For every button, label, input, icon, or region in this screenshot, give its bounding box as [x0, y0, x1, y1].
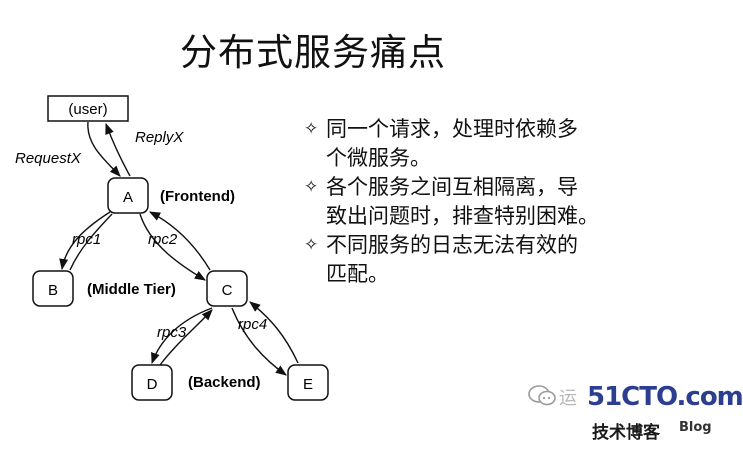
edge-rpc2-return: [149, 211, 211, 271]
bullet-line: 同一个请求，处理时依赖多: [326, 117, 578, 141]
service-call-diagram: (user) A B C D E RequestX ReplyX rpc1 rp…: [15, 95, 329, 401]
label-backend: (Backend): [188, 374, 261, 391]
bullet-item: ✧ 各个服务之间互相隔离，导 致出问题时，排查特别困难。: [304, 173, 634, 231]
watermark-subtitle: 技术博客: [592, 423, 660, 443]
diamond-bullet-icon: ✧: [304, 119, 319, 139]
watermark: 运 51CTO.com 技术博客 Blog: [527, 378, 743, 448]
bullet-item: ✧ 同一个请求，处理时依赖多 个微服务。: [304, 115, 634, 173]
edge-rpc1: [59, 211, 111, 271]
node-a: A: [107, 177, 149, 214]
node-e-label: E: [303, 376, 313, 393]
diamond-bullet-icon: ✧: [304, 177, 319, 197]
watermark-site: 51CTO.com: [587, 382, 743, 412]
diamond-bullet-icon: ✧: [304, 235, 319, 255]
edge-rpc1-return: [69, 213, 113, 271]
label-rpc3: rpc3: [157, 324, 187, 341]
label-rpc2: rpc2: [148, 231, 178, 248]
label-frontend: (Frontend): [160, 188, 235, 205]
node-b-label: B: [48, 282, 58, 299]
bullet-line: 各个服务之间互相隔离，导: [326, 175, 578, 199]
bullet-text: 同一个请求，处理时依赖多 个微服务。: [326, 115, 634, 173]
node-d-label: D: [147, 376, 158, 393]
edge-rpc4-return: [249, 301, 299, 364]
bullet-line: 不同服务的日志无法有效的: [326, 233, 578, 257]
watermark-blog: Blog: [679, 420, 712, 435]
edge-rpc3-return: [159, 309, 213, 366]
label-rpc1: rpc1: [72, 231, 101, 248]
edge-reply: [105, 122, 131, 177]
node-user-label: (user): [68, 101, 107, 118]
edge-rpc4: [231, 307, 287, 376]
bullet-list: ✧ 同一个请求，处理时依赖多 个微服务。 ✧ 各个服务之间互相隔离，导 致出问题…: [304, 115, 634, 289]
node-b: B: [32, 270, 74, 307]
bullet-item: ✧ 不同服务的日志无法有效的 匹配。: [304, 231, 634, 289]
node-c-label: C: [222, 282, 233, 299]
label-request: RequestX: [15, 150, 82, 167]
bullet-line: 匹配。: [326, 262, 389, 286]
slide-title: 分布式服务痛点: [180, 31, 446, 74]
label-middle-tier: (Middle Tier): [87, 281, 176, 298]
edge-request: [87, 121, 121, 177]
node-c: C: [206, 270, 248, 307]
node-d: D: [131, 364, 173, 401]
label-rpc4: rpc4: [238, 316, 267, 333]
bullet-line: 个微服务。: [326, 146, 431, 170]
node-e: E: [287, 364, 329, 401]
edge-rpc2: [139, 213, 206, 281]
label-reply: ReplyX: [135, 129, 184, 146]
chat-bubble-icon: [528, 385, 556, 406]
node-user: (user): [47, 95, 129, 122]
bullet-text: 不同服务的日志无法有效的 匹配。: [326, 231, 634, 289]
node-a-label: A: [123, 189, 133, 206]
bullet-line: 致出问题时，排查特别困难。: [326, 204, 599, 228]
bullet-text: 各个服务之间互相隔离，导 致出问题时，排查特别困难。: [326, 173, 634, 231]
watermark-faded-text: 运: [559, 388, 577, 409]
